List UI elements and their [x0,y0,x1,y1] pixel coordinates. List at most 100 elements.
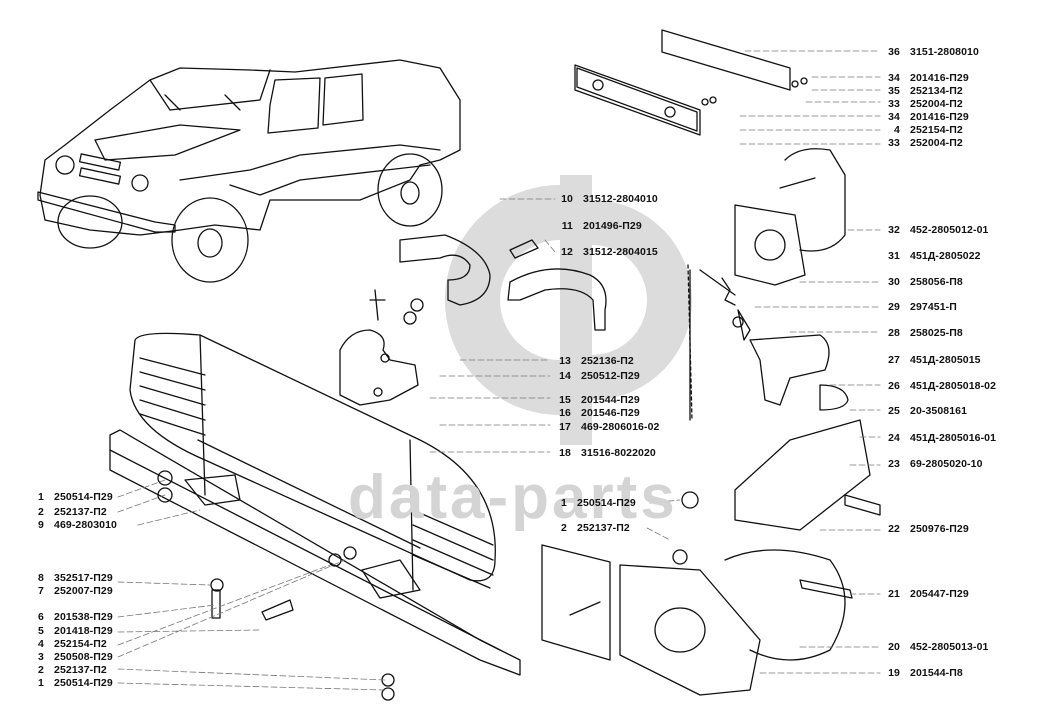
part-number: 250512-П29 [581,370,640,382]
callout-number: 28 [888,327,900,339]
callout-30[interactable]: 30 258056-П8 [880,276,963,288]
callout-4-left[interactable]: 4 252154-П2 [36,638,107,650]
part-number: 201496-П29 [583,220,642,232]
part-number: 20-3508161 [910,405,968,417]
part-number: 250514-П29 [54,491,113,503]
callout-number: 26 [888,380,900,392]
part-number: 258056-П8 [910,276,963,288]
callout-number: 14 [559,370,571,382]
callout-number: 36 [888,46,900,58]
callout-number: 30 [888,276,900,288]
callout-25[interactable]: 25 20-3508161 [880,405,967,417]
license-plate-parts [574,29,808,136]
part-number: 451Д-2805015 [910,354,981,366]
part-number: 252004-П2 [910,98,963,110]
callout-number: 2 [38,506,44,518]
callout-number: 4 [38,638,44,650]
callout-number: 6 [38,611,44,623]
part-number: 31512-2804015 [583,246,658,258]
callout-number: 5 [38,625,44,637]
callout-number: 20 [888,641,900,653]
callout-number: 17 [559,421,571,433]
towing-hook [339,289,419,406]
callout-14[interactable]: 14 250512-П29 [553,370,640,382]
part-number: 252137-П2 [577,522,630,534]
callout-17[interactable]: 17 469-2806016-02 [553,421,659,433]
callout-number: 32 [888,224,900,236]
part-number: 201546-П29 [581,407,640,419]
part-number: 201544-П29 [581,394,640,406]
part-number: 469-2806016-02 [581,421,660,433]
part-number: 252134-П2 [910,85,963,97]
part-number: 352517-П29 [54,572,113,584]
part-number: 252154-П2 [54,638,107,650]
callout-number: 2 [561,522,567,534]
part-number: 252137-П2 [54,664,107,676]
callout-number: 24 [888,432,900,444]
callout-number: 9 [38,519,44,531]
part-number: 252007-П29 [54,585,113,597]
callout-8[interactable]: 8 352517-П29 [36,572,113,584]
mounting-brackets [399,234,607,331]
callout-35[interactable]: 35 252134-П2 [880,85,963,97]
callout-36[interactable]: 36 3151-2808010 [880,46,979,58]
part-number: 201418-П29 [54,625,113,637]
leader-lines [117,50,881,691]
callout-number: 13 [559,355,571,367]
callout-number: 1 [38,677,44,689]
part-number: 201538-П29 [54,611,113,623]
safety-chain [689,269,744,421]
part-number: 451Д-2805016-01 [910,432,997,444]
callout-2-left-b[interactable]: 2 252137-П2 [36,664,107,676]
callout-2-center[interactable]: 2 252137-П2 [555,522,630,534]
callout-number: 19 [888,667,900,679]
callout-13[interactable]: 13 252136-П2 [553,355,634,367]
callout-number: 22 [888,523,900,535]
callout-15[interactable]: 15 201544-П29 [553,394,640,406]
part-number: 469-2803010 [54,519,117,531]
callout-number: 25 [888,405,900,417]
callout-number: 33 [888,137,900,149]
callout-9[interactable]: 9 469-2803010 [36,519,117,531]
part-number: 69-2805020-10 [910,458,983,470]
callout-number: 35 [888,85,900,97]
part-number: 3151-2808010 [910,46,979,58]
callout-number: 15 [559,394,571,406]
callout-6[interactable]: 6 201538-П29 [36,611,113,623]
callout-number: 8 [38,572,44,584]
callout-number: 2 [38,664,44,676]
callout-5[interactable]: 5 201418-П29 [36,625,113,637]
part-number: 252136-П2 [581,355,634,367]
callout-number: 29 [888,301,900,313]
grille-guard [129,332,496,599]
callout-24[interactable]: 24 451Д-2805016-01 [880,432,996,444]
